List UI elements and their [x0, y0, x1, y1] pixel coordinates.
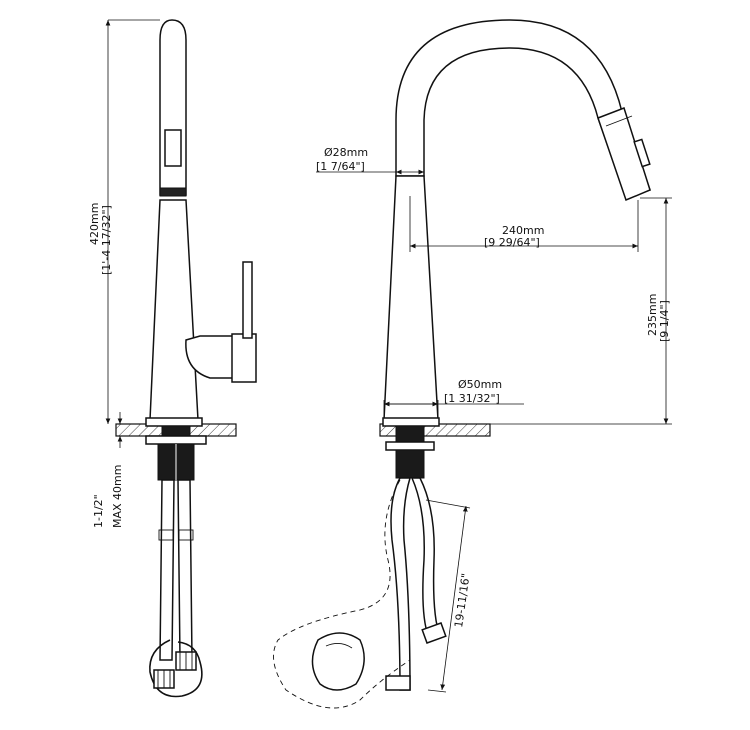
dim-reach-mm: 240mm	[502, 224, 544, 237]
dim-deck-thickness: 1-1/2" MAX 40mm	[92, 412, 124, 528]
dim-spout-height-mm: 235mm	[646, 294, 659, 336]
dim-reach-inch: [9 29/64"]	[484, 236, 540, 249]
dim-overall-height: 420mm [1'-4 17/32"]	[88, 19, 160, 424]
dim-spout-height-inch: [9 1/4"]	[658, 300, 671, 342]
dim-spout-mm: Ø28mm	[324, 146, 368, 159]
dim-reach: 240mm [9 29/64"]	[409, 196, 639, 252]
dim-height-inch: [1'-4 17/32"]	[100, 205, 113, 275]
faucet-side-view	[145, 19, 257, 698]
dim-deck-mm: MAX 40mm	[111, 465, 124, 528]
dim-hose-inch: 19-11/16"	[452, 572, 472, 628]
dim-deck-inch: 1-1/2"	[92, 494, 105, 528]
dim-base-inch: [1 31/32"]	[444, 392, 500, 405]
dim-base-mm: Ø50mm	[458, 378, 502, 391]
faucet-front-view	[273, 19, 651, 709]
dim-base-diameter: Ø50mm [1 31/32"]	[383, 378, 524, 418]
dim-spout-diameter: Ø28mm [1 7/64"]	[316, 146, 424, 175]
dim-spout-height: 235mm [9 1/4"]	[490, 197, 672, 425]
dim-height-mm: 420mm	[88, 203, 101, 245]
dim-spout-inch: [1 7/64"]	[316, 160, 365, 173]
